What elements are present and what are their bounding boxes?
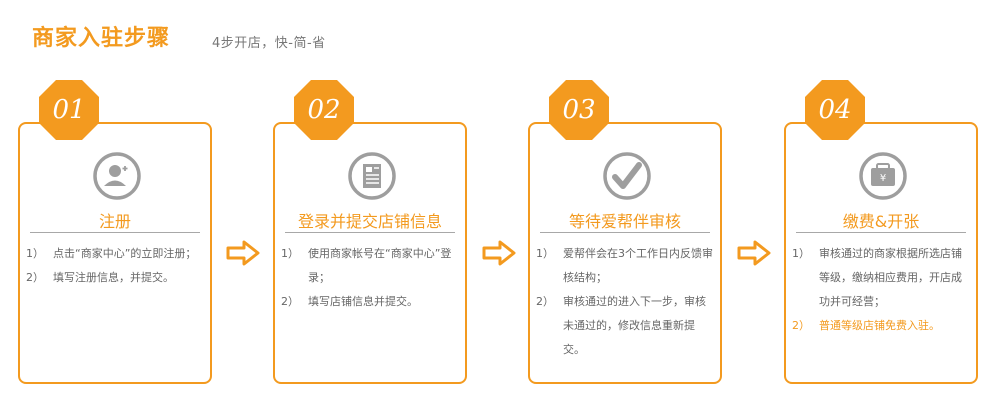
- svg-text:¥: ¥: [880, 173, 886, 184]
- item-number: 2）: [26, 271, 44, 284]
- item-number: 2）: [281, 295, 299, 308]
- step-title: 注册: [98, 212, 131, 231]
- step-title: 缴费&开张: [842, 212, 920, 231]
- list-item: 1） 点击“商家中心”的立即注册；: [26, 242, 204, 266]
- divider: [796, 232, 966, 233]
- step-items: 1） 审核通过的商家根据所选店铺等级，缴纳相应费用，开店成功并可经营； 2） 普通等…: [792, 242, 970, 338]
- wallet-icon: ¥: [858, 151, 908, 201]
- list-item: 1） 使用商家帐号在“商家中心”登录；: [281, 242, 459, 290]
- user-icon: [92, 151, 142, 201]
- item-text: 使用商家帐号在“商家中心”登录；: [308, 247, 452, 284]
- step-card-3: 03 等待爱帮伴审核 1） 爱帮伴会在3个工作日内反馈审核结构； 2） 审核通过的进…: [528, 80, 722, 384]
- step-badge: 01: [38, 79, 100, 141]
- page-title: 商家入驻步骤: [32, 26, 171, 51]
- item-text: 填写注册信息，并提交。: [53, 271, 174, 284]
- list-item: 1） 爱帮伴会在3个工作日内反馈审核结构；: [536, 242, 714, 290]
- step-number: 01: [52, 95, 86, 125]
- step-number: 04: [818, 95, 852, 125]
- divider: [30, 232, 200, 233]
- item-text: 审核通过的进入下一步，审核未通过的，修改信息重新提交。: [563, 295, 706, 356]
- item-number: 1）: [26, 247, 44, 260]
- step-badge: 02: [293, 79, 355, 141]
- arrow-right-icon: [226, 240, 260, 266]
- divider: [540, 232, 710, 233]
- item-text: 填写店铺信息并提交。: [308, 295, 418, 308]
- step-items: 1） 使用商家帐号在“商家中心”登录； 2） 填写店铺信息并提交。: [281, 242, 459, 314]
- step-card-4: 04 ¥ 缴费&开张 1） 审核通过的商家根据所选店铺等级，缴纳相应费用，开店成功…: [784, 80, 978, 384]
- item-text: 普通等级店铺免费入驻。: [819, 319, 940, 332]
- step-number: 03: [562, 95, 596, 125]
- arrow-right-icon: [482, 240, 516, 266]
- divider: [285, 232, 455, 233]
- list-item: 1） 审核通过的商家根据所选店铺等级，缴纳相应费用，开店成功并可经营；: [792, 242, 970, 314]
- step-items: 1） 爱帮伴会在3个工作日内反馈审核结构； 2） 审核通过的进入下一步，审核未通过的…: [536, 242, 714, 362]
- item-number: 1）: [536, 247, 554, 260]
- page-subtitle: 4步开店，快-简-省: [212, 36, 326, 51]
- item-number: 2）: [536, 295, 554, 308]
- list-item: 2） 填写注册信息，并提交。: [26, 266, 204, 290]
- item-text: 爱帮伴会在3个工作日内反馈审核结构；: [563, 247, 713, 284]
- list-item: 2） 审核通过的进入下一步，审核未通过的，修改信息重新提交。: [536, 290, 714, 362]
- step-number: 02: [307, 95, 341, 125]
- item-number: 1）: [792, 247, 810, 260]
- checkmark-icon: [602, 151, 652, 201]
- arrow-right-icon: [737, 240, 771, 266]
- item-number: 1）: [281, 247, 299, 260]
- step-card-1: 01 注册 1） 点击“商家中心”的立即注册； 2） 填写注册信息，并提交。: [18, 80, 212, 384]
- step-badge: 03: [548, 79, 610, 141]
- step-items: 1） 点击“商家中心”的立即注册； 2） 填写注册信息，并提交。: [26, 242, 204, 290]
- item-number: 2）: [792, 319, 810, 332]
- item-text: 点击“商家中心”的立即注册；: [53, 247, 197, 260]
- step-title: 等待爱帮伴审核: [568, 212, 681, 231]
- item-text: 审核通过的商家根据所选店铺等级，缴纳相应费用，开店成功并可经营；: [819, 247, 962, 308]
- step-title: 登录并提交店铺信息: [297, 212, 442, 231]
- list-item: 2） 普通等级店铺免费入驻。: [792, 314, 970, 338]
- document-icon: [347, 151, 397, 201]
- step-badge: 04: [804, 79, 866, 141]
- step-card-2: 02 登录并提交店铺信息 1） 使用商家帐号在“商家中心”登录； 2） 填写店铺信息…: [273, 80, 467, 384]
- list-item: 2） 填写店铺信息并提交。: [281, 290, 459, 314]
